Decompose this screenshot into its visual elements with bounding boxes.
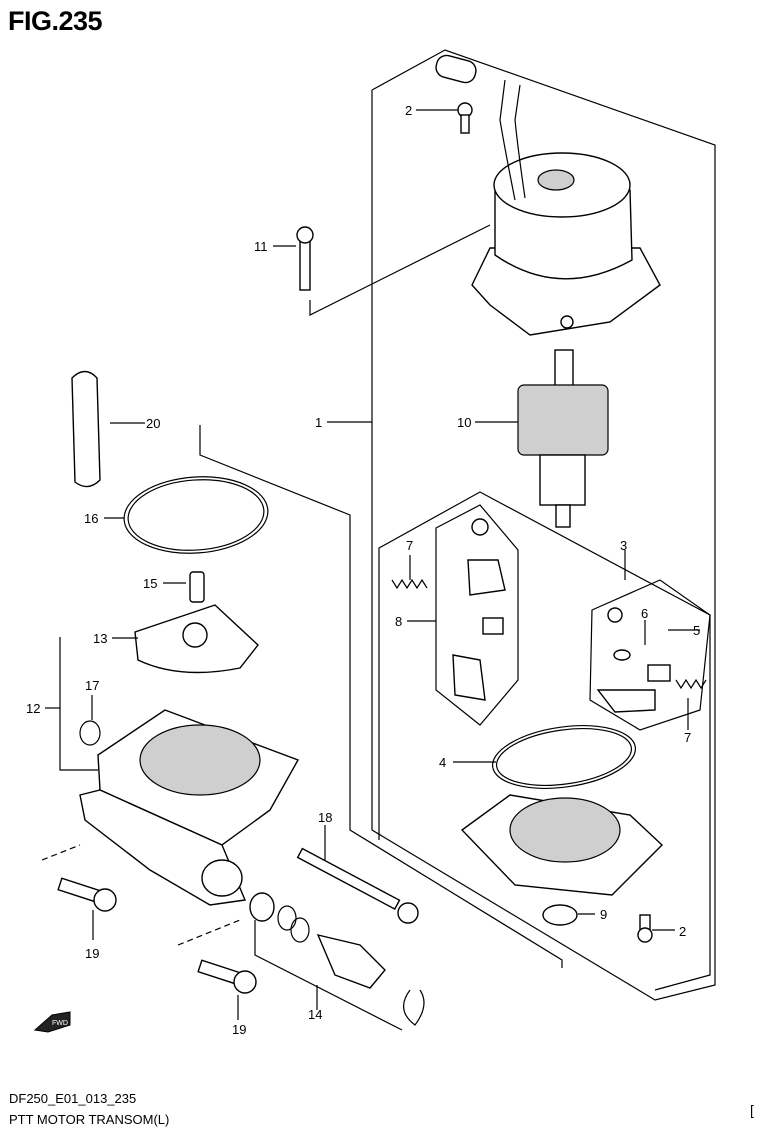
motor-assembly-outline: [371, 49, 716, 1001]
callout-labels: 1 2 2 3 4 5 6 7 7 8 9 10 11 12 13 14 15 …: [26, 103, 700, 1037]
bracket-mark: [: [750, 1102, 754, 1118]
callout-19b: 19: [232, 1022, 246, 1037]
fwd-arrow-icon: FWD: [33, 1011, 71, 1033]
armature: [517, 349, 609, 528]
callout-10: 10: [457, 415, 471, 430]
callout-9: 9: [600, 907, 607, 922]
callout-16: 16: [84, 511, 98, 526]
strap-20: [71, 370, 101, 488]
o-ring-4: [491, 725, 637, 789]
callout-7: 7: [406, 538, 413, 553]
pump-body-12: [79, 709, 300, 906]
brush-holder-b: [589, 579, 711, 731]
pin-15: [189, 571, 205, 603]
callout-4: 4: [439, 755, 446, 770]
leader-lines: [41, 109, 700, 1031]
callout-11: 11: [254, 239, 268, 254]
callout-13: 13: [93, 631, 107, 646]
callout-5: 5: [693, 623, 700, 638]
svg-text:FWD: FWD: [52, 1020, 68, 1027]
brush-plate: [460, 794, 664, 896]
callout-7b: 7: [684, 730, 691, 745]
figure-code: DF250_E01_013_235: [9, 1091, 137, 1106]
screws: [296, 102, 653, 943]
callout-20: 20: [146, 416, 160, 431]
o-ring-17: [79, 720, 101, 746]
figure-name: PTT MOTOR TRANSOM(L): [9, 1112, 170, 1127]
callout-6: 6: [641, 606, 648, 621]
motor-housing: [435, 54, 661, 336]
valve-group-14: [249, 892, 425, 1026]
o-ring-16: [123, 476, 269, 554]
brush-holder-a: [435, 504, 519, 726]
bolts-19: [57, 877, 257, 994]
callout-19: 19: [85, 946, 99, 961]
callout-1: 1: [315, 415, 322, 430]
callout-3: 3: [620, 538, 627, 553]
callout-18: 18: [318, 810, 332, 825]
pump-body-outline: [199, 425, 563, 968]
figure-title: FIG.235: [8, 6, 103, 36]
callout-17: 17: [85, 678, 99, 693]
callout-2b: 2: [679, 924, 686, 939]
callout-15: 15: [143, 576, 157, 591]
washer-9: [542, 904, 578, 926]
springs: [391, 578, 707, 690]
callout-12: 12: [26, 701, 40, 716]
callout-14: 14: [308, 1007, 322, 1022]
bolt-18: [296, 847, 419, 924]
callout-8: 8: [395, 614, 402, 629]
callout-2: 2: [405, 103, 412, 118]
